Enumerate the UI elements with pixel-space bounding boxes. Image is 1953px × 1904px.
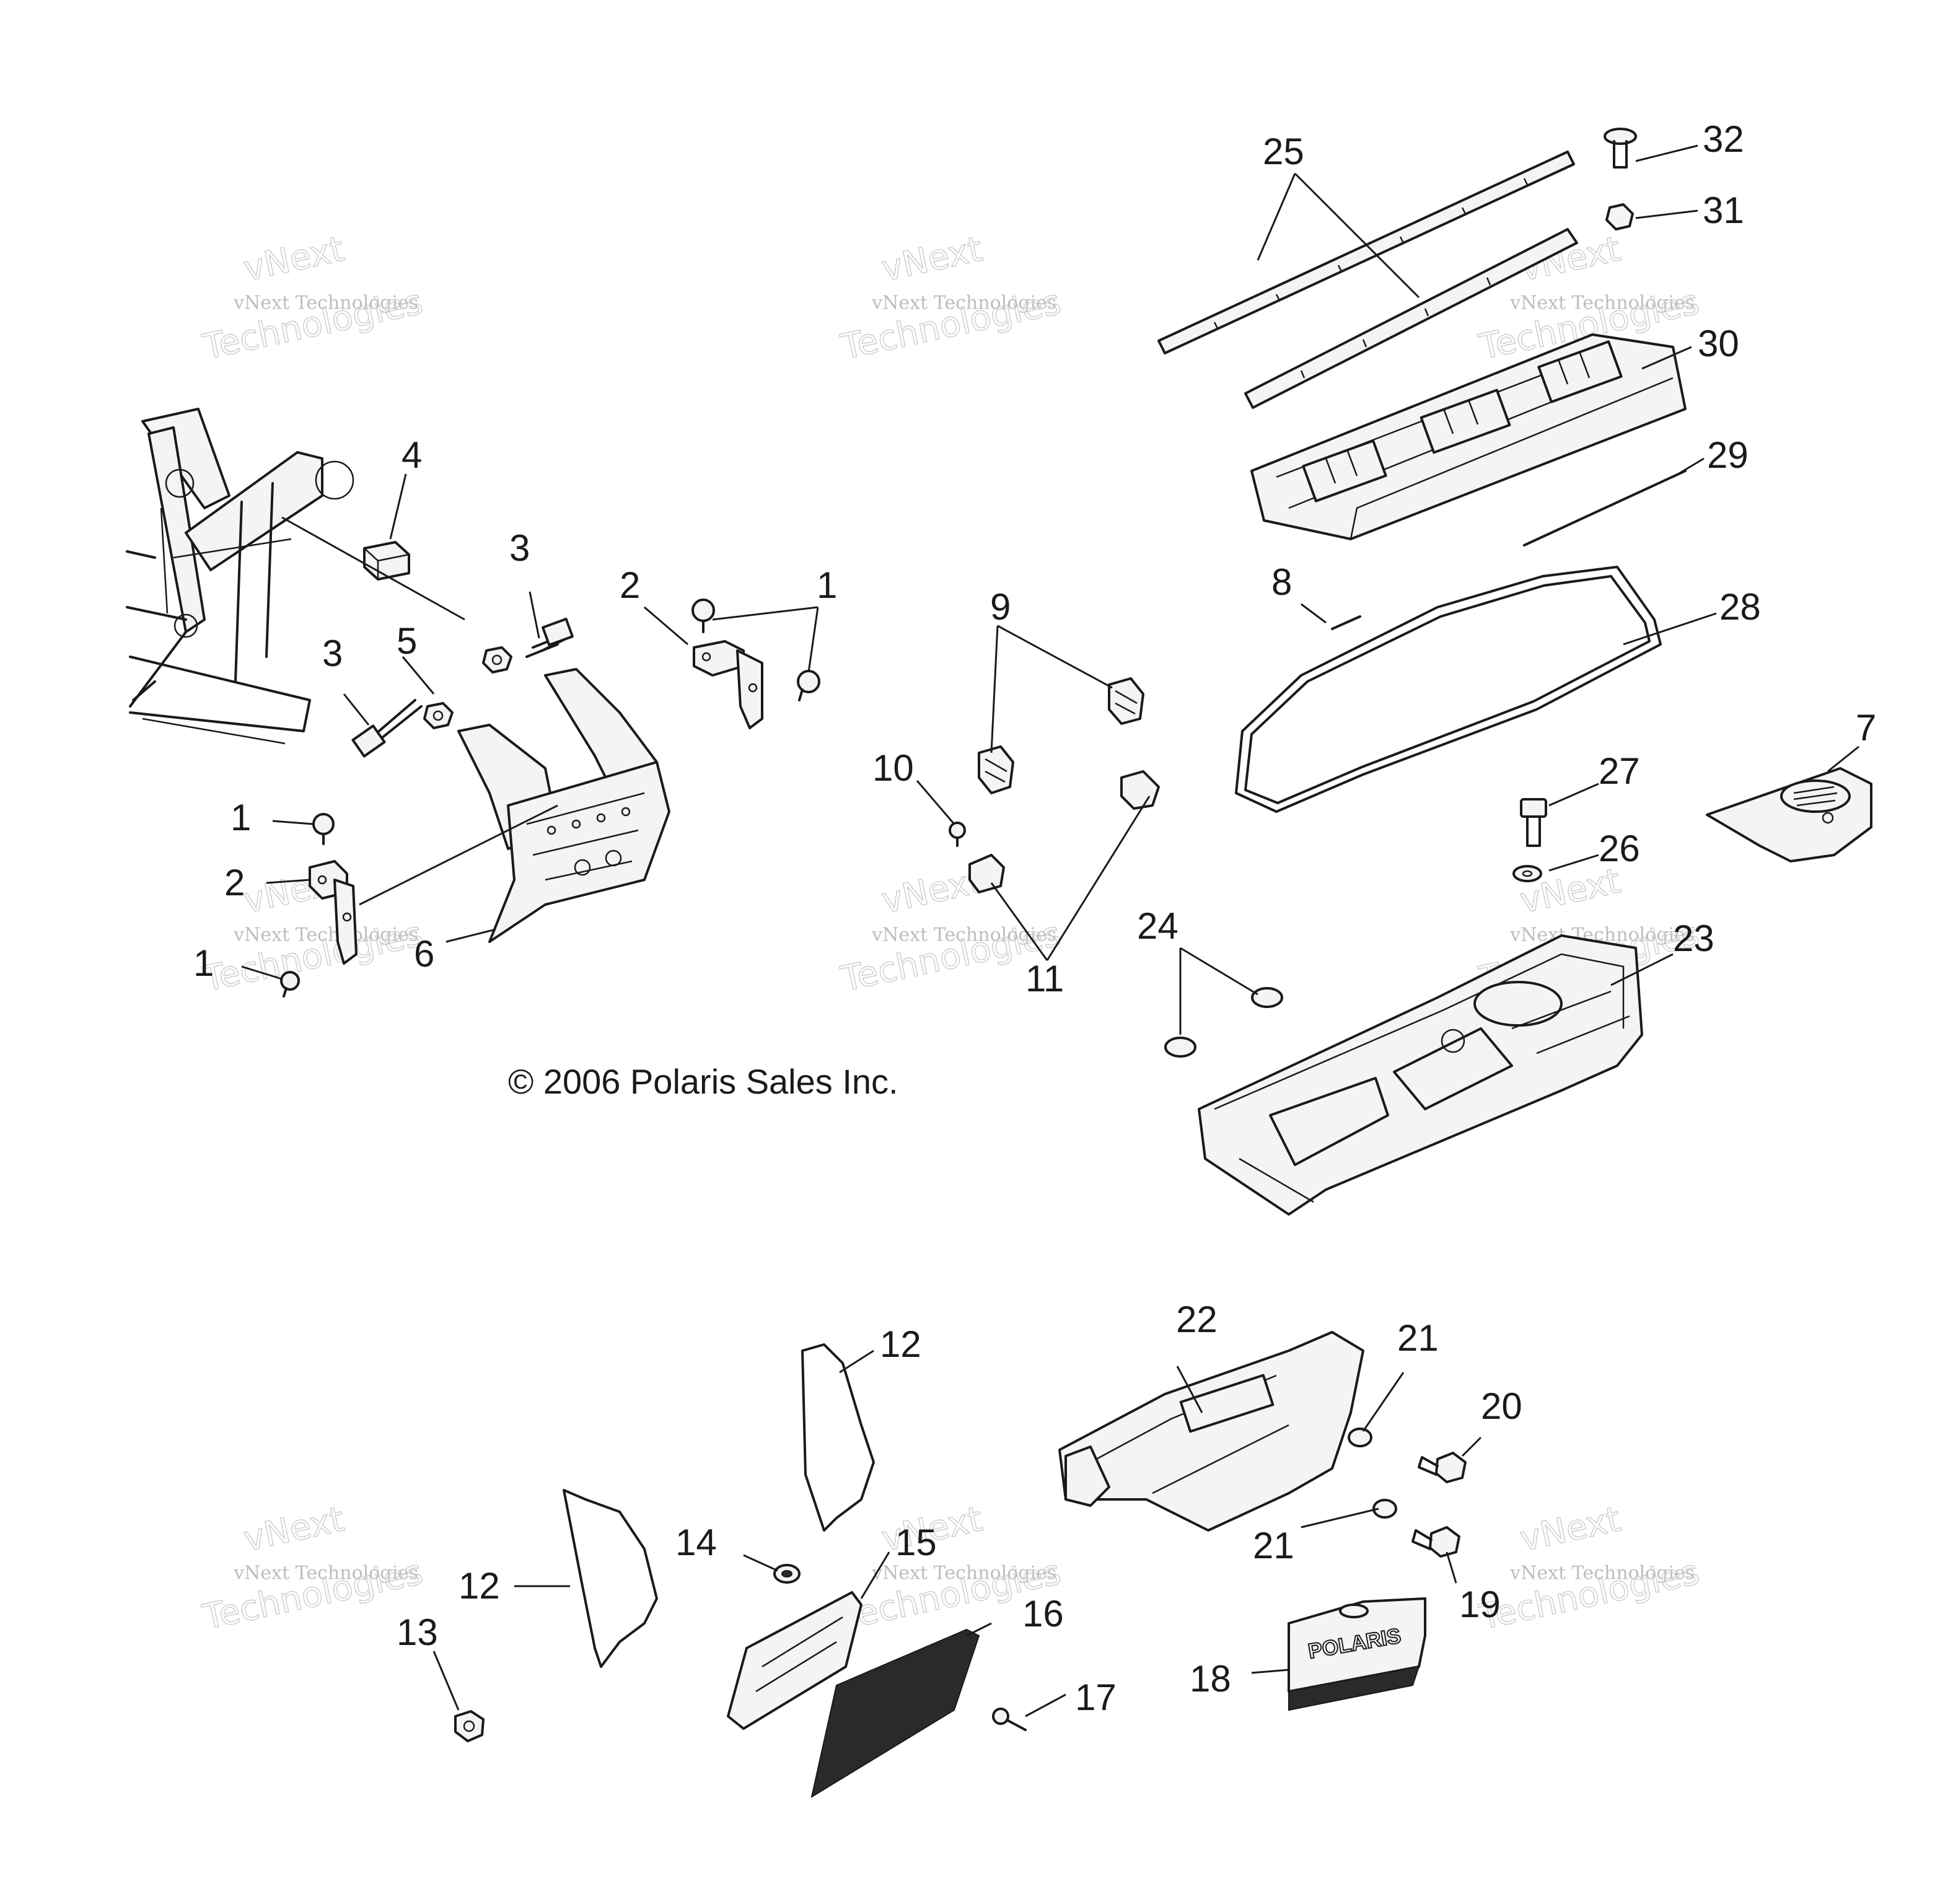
copyright-text: © 2006 Polaris Sales Inc. <box>508 1062 898 1101</box>
svg-text:vNext Technologies: vNext Technologies <box>871 924 1056 946</box>
part-7-tray <box>1706 767 1872 862</box>
callout-1-b: 1 <box>230 797 251 838</box>
watermark-2: vNext vNext Technologies Technologies <box>837 229 1065 369</box>
callout-24: 24 <box>1137 905 1178 947</box>
callout-25: 25 <box>1263 131 1304 172</box>
svg-text:vNext Technologies: vNext Technologies <box>1509 1563 1695 1584</box>
callout-2-b: 2 <box>224 862 245 903</box>
callout-30: 30 <box>1698 323 1739 364</box>
part-1-fastener-d <box>280 971 300 998</box>
svg-text:vNext: vNext <box>240 1499 348 1560</box>
callout-16: 16 <box>1022 1593 1064 1634</box>
part-12-mudflap-lower <box>563 1489 658 1668</box>
svg-text:vNext: vNext <box>240 229 348 289</box>
part-29-rod <box>1523 470 1687 546</box>
callout-14: 14 <box>675 1522 717 1563</box>
callout-2-a: 2 <box>620 564 640 606</box>
part-25-strips <box>1157 151 1578 409</box>
callout-20: 20 <box>1481 1385 1522 1427</box>
callout-12-a: 12 <box>880 1323 921 1365</box>
callout-4: 4 <box>402 434 422 476</box>
part-24-plugs <box>1164 987 1283 1058</box>
callout-17: 17 <box>1075 1677 1117 1718</box>
callout-11: 11 <box>1025 958 1064 999</box>
part-12-mudflap-upper <box>801 1343 875 1532</box>
part-1-fastener-a <box>691 599 715 633</box>
leader-lines <box>241 144 1859 1718</box>
svg-text:vNext: vNext <box>879 229 986 289</box>
part-27-bolt <box>1520 798 1547 847</box>
callout-1-c: 1 <box>193 942 214 984</box>
part-9-clips <box>978 677 1144 794</box>
part-30-rack <box>1250 333 1687 540</box>
part-26-washer <box>1512 865 1542 882</box>
part-3-bolt-upper <box>525 618 574 658</box>
part-1-fastener-c <box>312 813 335 845</box>
svg-text:vNext: vNext <box>1517 1499 1625 1560</box>
part-22-front-bumper <box>1058 1331 1364 1532</box>
part-21-washers <box>1348 1428 1397 1519</box>
part-17-screw <box>992 1708 1027 1731</box>
callout-31: 31 <box>1703 190 1744 231</box>
callout-22: 22 <box>1176 1299 1218 1340</box>
part-31-nut <box>1605 203 1634 230</box>
svg-text:vNext Technologies: vNext Technologies <box>233 924 418 946</box>
callout-21-b: 21 <box>1253 1525 1294 1566</box>
callout-3-b: 3 <box>322 633 343 674</box>
svg-text:vNext Technologies: vNext Technologies <box>1509 292 1695 314</box>
part-11-clamps <box>968 770 1160 893</box>
callout-3-a: 3 <box>509 527 530 569</box>
part-19-bolt <box>1411 1526 1460 1558</box>
callout-23: 23 <box>1673 918 1714 959</box>
callout-18: 18 <box>1190 1658 1231 1700</box>
part-3-bolt-lower <box>351 699 423 758</box>
callout-8: 8 <box>1271 561 1292 603</box>
part-32-screw <box>1604 128 1637 169</box>
svg-text:vNext Technologies: vNext Technologies <box>871 292 1056 314</box>
callout-1-a: 1 <box>817 564 837 606</box>
part-1-fastener-b <box>797 670 820 701</box>
callout-12-b: 12 <box>459 1565 500 1607</box>
callout-10: 10 <box>872 747 914 789</box>
watermark-4: vNext vNext Technologies Technologies <box>199 861 427 1001</box>
part-10-fastener <box>949 822 966 847</box>
callout-29: 29 <box>1707 434 1749 476</box>
part-14-grommet <box>773 1564 801 1584</box>
callout-28: 28 <box>1719 586 1761 628</box>
svg-text:vNext Technologies: vNext Technologies <box>871 1563 1056 1584</box>
callout-32: 32 <box>1703 118 1744 160</box>
callout-27: 27 <box>1599 750 1640 792</box>
watermark-1: vNext vNext Technologies Technologies <box>199 229 427 369</box>
callout-13: 13 <box>397 1612 438 1653</box>
callout-labels: 1 1 1 1 2 2 3 3 4 5 6 7 8 9 10 11 12 12 … <box>193 118 1876 1718</box>
part-8-pin <box>1331 615 1361 630</box>
part-20-bolt <box>1418 1452 1467 1483</box>
callout-26: 26 <box>1599 828 1640 869</box>
callout-9: 9 <box>990 586 1011 628</box>
part-6-bumper-frame <box>457 668 670 943</box>
part-5-nuts <box>423 646 512 729</box>
part-15-screen-frame <box>727 1591 862 1730</box>
part-28-gasket <box>1235 566 1662 813</box>
part-16-mesh-screen <box>810 1628 980 1799</box>
part-4-block <box>363 541 410 581</box>
callout-5: 5 <box>397 620 417 662</box>
svg-text:vNext Technologies: vNext Technologies <box>233 292 418 314</box>
watermark-7: vNext vNext Technologies Technologies <box>199 1499 427 1639</box>
callout-21-a: 21 <box>1397 1317 1439 1359</box>
svg-text:vNext Technologies: vNext Technologies <box>233 1563 418 1584</box>
part-13-screw <box>454 1710 485 1742</box>
callout-6: 6 <box>414 933 434 975</box>
callout-7: 7 <box>1856 707 1876 748</box>
part-2-bracket-lower <box>309 860 358 965</box>
part-18-badge-plate: POLARIS <box>1288 1597 1426 1711</box>
callout-19: 19 <box>1459 1584 1501 1625</box>
callout-15: 15 <box>895 1522 937 1563</box>
frame-drawing <box>126 408 354 745</box>
part-2-bracket-upper <box>693 640 763 729</box>
part-23-storage-tub <box>1198 934 1643 1216</box>
